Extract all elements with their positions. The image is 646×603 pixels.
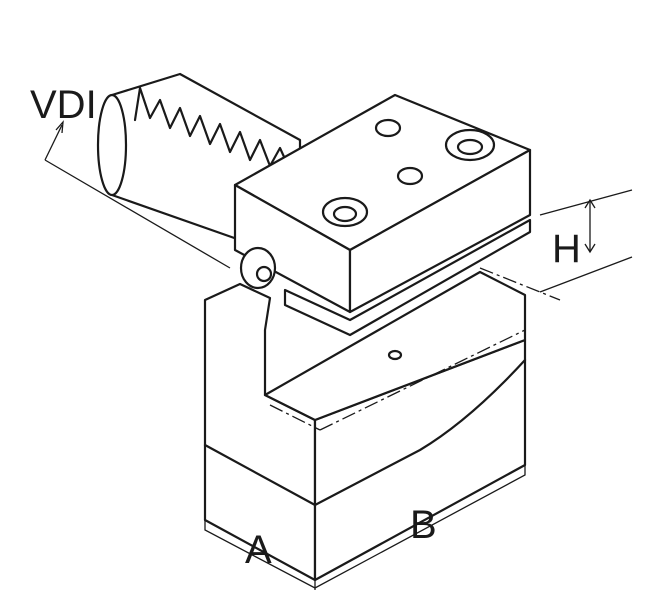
holder-head: [233, 93, 532, 314]
h-label: H: [552, 227, 581, 271]
a-label: A: [245, 528, 272, 572]
base-block: [203, 267, 561, 582]
dimension-lines: [44, 120, 633, 590]
vdi-label: VDI: [30, 83, 97, 127]
clamp-plate: [283, 218, 532, 337]
b-label: B: [410, 503, 437, 547]
